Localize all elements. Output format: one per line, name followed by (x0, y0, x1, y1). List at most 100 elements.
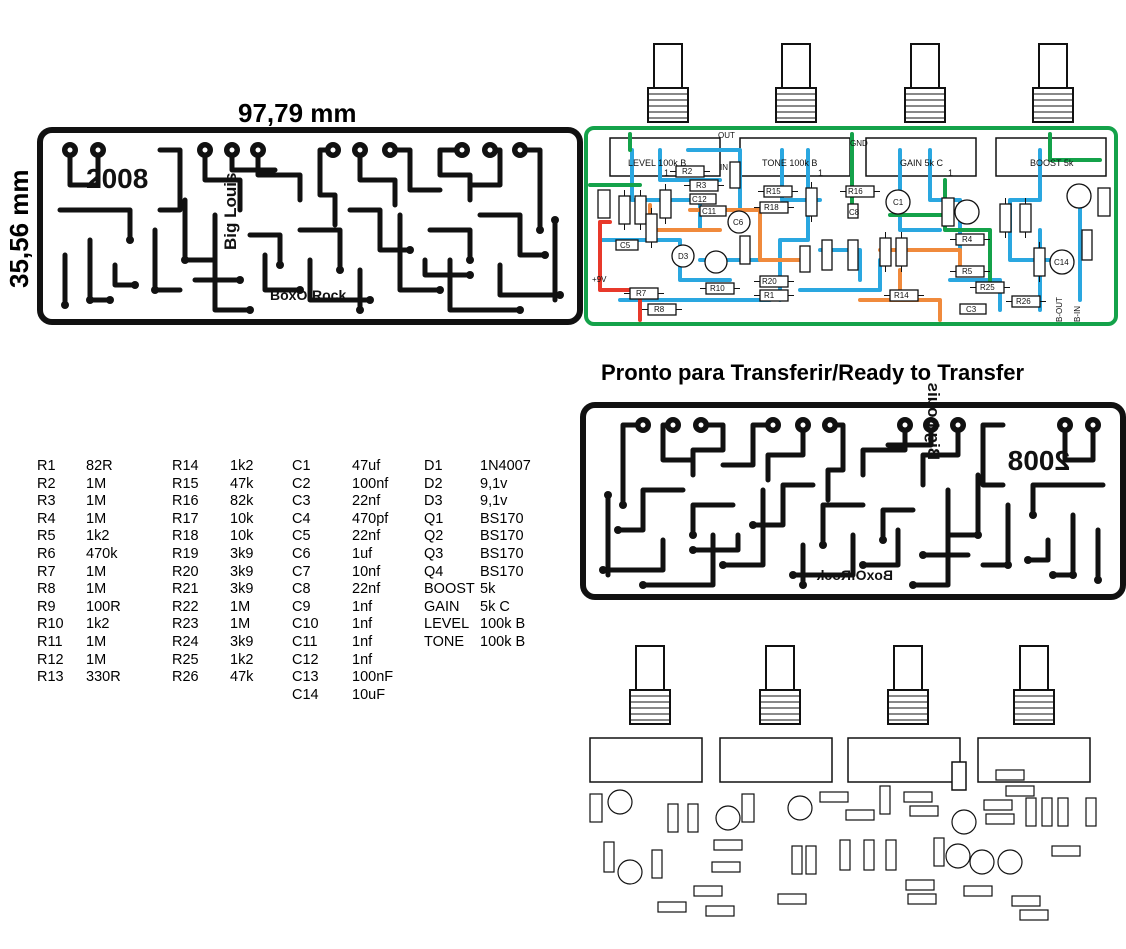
bom-row: R7 1M (37, 564, 121, 582)
bom-part-value: 1nf (352, 598, 373, 615)
bom-part-value: 1M (86, 475, 107, 492)
label-vplus: +9V (592, 275, 607, 284)
layout-capacitors (597, 161, 1111, 315)
bom-part-ref: Q4 (424, 563, 444, 580)
bom-part-value: 47uf (352, 458, 381, 474)
comp-R4: R4 (962, 235, 973, 244)
bom-part-value: 100k B (480, 616, 526, 633)
bom-part-ref: Q3 (424, 545, 444, 562)
bom-part-value: 82R (86, 458, 113, 474)
comp-R8: R8 (654, 305, 665, 314)
height-dimension-label: 35,56 mm (4, 169, 34, 288)
bom-part-ref: C10 (292, 616, 319, 633)
bom-part-value: 1M (86, 510, 107, 527)
bom-part-value: 22nf (352, 493, 381, 510)
bom-part-ref: R22 (172, 598, 199, 615)
label-bin: B-IN (1073, 306, 1082, 322)
comp-R26: R26 (1016, 297, 1031, 306)
bom-part-value: 1M (230, 616, 251, 633)
label-bout: B-OUT (1055, 297, 1064, 322)
comp-C11: C11 (702, 207, 717, 216)
comp-R14: R14 (894, 291, 909, 300)
pot-label-gain: GAIN 5k C (900, 158, 944, 168)
label-in: IN (720, 163, 728, 172)
comp-C8: C8 (849, 208, 860, 217)
bom-row: C2 100nf (292, 476, 393, 494)
bom-part-ref: R6 (37, 545, 56, 562)
bom-part-value: 47k (230, 475, 254, 492)
bom-part-value: 22nf (352, 528, 381, 545)
bom-part-value: 1M (86, 563, 107, 580)
bom-row: R22 1M (172, 599, 253, 617)
bom-part-value: 1M (230, 598, 251, 615)
pcb-name-big-louis: Big Louis (221, 173, 240, 250)
bom-part-value: BS170 (480, 528, 524, 545)
bom-part-ref: LEVEL (424, 616, 470, 633)
bom-part-value: 100nF (352, 669, 394, 686)
bom-part-value: 1M (86, 581, 107, 598)
bom-part-ref: R20 (172, 563, 199, 580)
bom-part-ref: D1 (424, 458, 443, 474)
bom-part-ref: R7 (37, 563, 56, 580)
comp-R3: R3 (696, 181, 707, 190)
bom-part-ref: Q1 (424, 510, 444, 527)
bom-part-ref: C2 (292, 475, 311, 492)
bom-part-value: BS170 (480, 510, 524, 527)
pot-pin-tone: 1 (818, 168, 823, 178)
comp-R1: R1 (764, 291, 775, 300)
bom-part-ref: R17 (172, 510, 199, 527)
bom-part-value: 100k B (480, 633, 526, 650)
bom-part-ref: R4 (37, 510, 56, 527)
bom-part-value: 1M (86, 651, 107, 668)
bom-part-value: 3k9 (230, 545, 254, 562)
bom-part-value: 1M (86, 633, 107, 650)
comp-R10: R10 (710, 284, 725, 293)
bom-row: C1 47uf (292, 458, 393, 476)
bom-part-ref: C1 (292, 458, 311, 474)
bom-part-ref: C4 (292, 510, 311, 527)
bom-part-ref: R15 (172, 475, 199, 492)
bom-part-ref: D3 (424, 493, 443, 510)
comp-R7: R7 (636, 289, 647, 298)
bom-part-ref: R19 (172, 545, 199, 562)
mirror-name-boxofrock: BoxOfRock (817, 567, 893, 583)
bom-part-ref: R18 (172, 528, 199, 545)
bom-part-value: 1k2 (230, 458, 254, 474)
bom-row: R19 3k9 (172, 546, 253, 564)
comp-R25: R25 (980, 283, 995, 292)
bom-row: R15 47k (172, 476, 253, 494)
bom-part-ref: C8 (292, 581, 311, 598)
comp-C14: C14 (1054, 258, 1069, 267)
bom-part-value: 100nf (352, 475, 389, 492)
layout-pot-labels: LEVEL 100k B TONE 100k B GAIN 5k C BOOST… (628, 158, 1074, 178)
bom-part-value: 5k C (480, 598, 510, 615)
bom-row: R24 3k9 (172, 634, 253, 652)
comp-R15: R15 (766, 187, 781, 196)
bom-part-value: 22nf (352, 581, 381, 598)
bom-part-value: 3k9 (230, 633, 254, 650)
bom-part-ref: R24 (172, 633, 199, 650)
bom-part-ref: BOOST (424, 581, 475, 598)
